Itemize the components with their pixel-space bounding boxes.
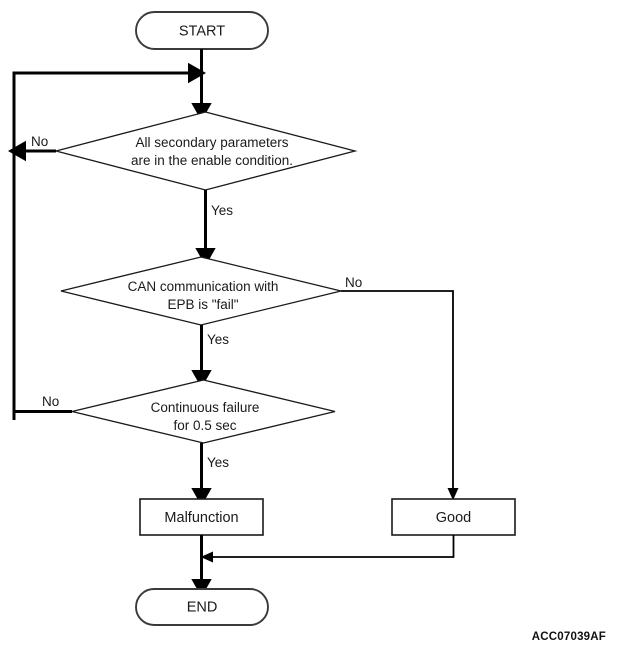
node-end-label: END — [187, 599, 218, 615]
edge-label-decision3-yes: Yes — [207, 455, 229, 470]
node-malfunction-label: Malfunction — [164, 510, 238, 526]
node-decision2-line2: EPB is "fail" — [167, 297, 238, 312]
node-decision1: All secondary parameters are in the enab… — [53, 111, 358, 191]
edge-loopback-rail — [12, 62, 206, 420]
node-decision1-line1: All secondary parameters — [135, 135, 288, 150]
node-end: END — [135, 588, 269, 626]
node-malfunction: Malfunction — [139, 498, 264, 536]
node-decision3-line1: Continuous failure — [151, 400, 260, 415]
node-decision2-line1: CAN communication with — [128, 279, 279, 294]
node-decision3-line2: for 0.5 sec — [173, 418, 236, 433]
edge-label-decision3-no: No — [42, 394, 59, 409]
node-decision1-line2: are in the enable condition. — [131, 153, 293, 168]
edge-good-to-end — [200, 535, 455, 563]
node-decision2: CAN communication with EPB is "fail" — [60, 256, 342, 326]
edge-label-decision2-yes: Yes — [207, 332, 229, 347]
node-decision3: Continuous failure for 0.5 sec — [71, 379, 336, 444]
node-start-label: START — [179, 23, 225, 39]
edge-label-decision1-no: No — [31, 134, 48, 149]
node-good-label: Good — [436, 510, 471, 526]
node-good: Good — [391, 498, 516, 536]
reference-code: ACC07039AF — [531, 631, 606, 643]
edge-label-decision1-yes: Yes — [211, 203, 233, 218]
edge-label-decision2-no: No — [345, 275, 362, 290]
node-start: START — [135, 11, 269, 50]
edge-decision2-no — [341, 290, 459, 501]
